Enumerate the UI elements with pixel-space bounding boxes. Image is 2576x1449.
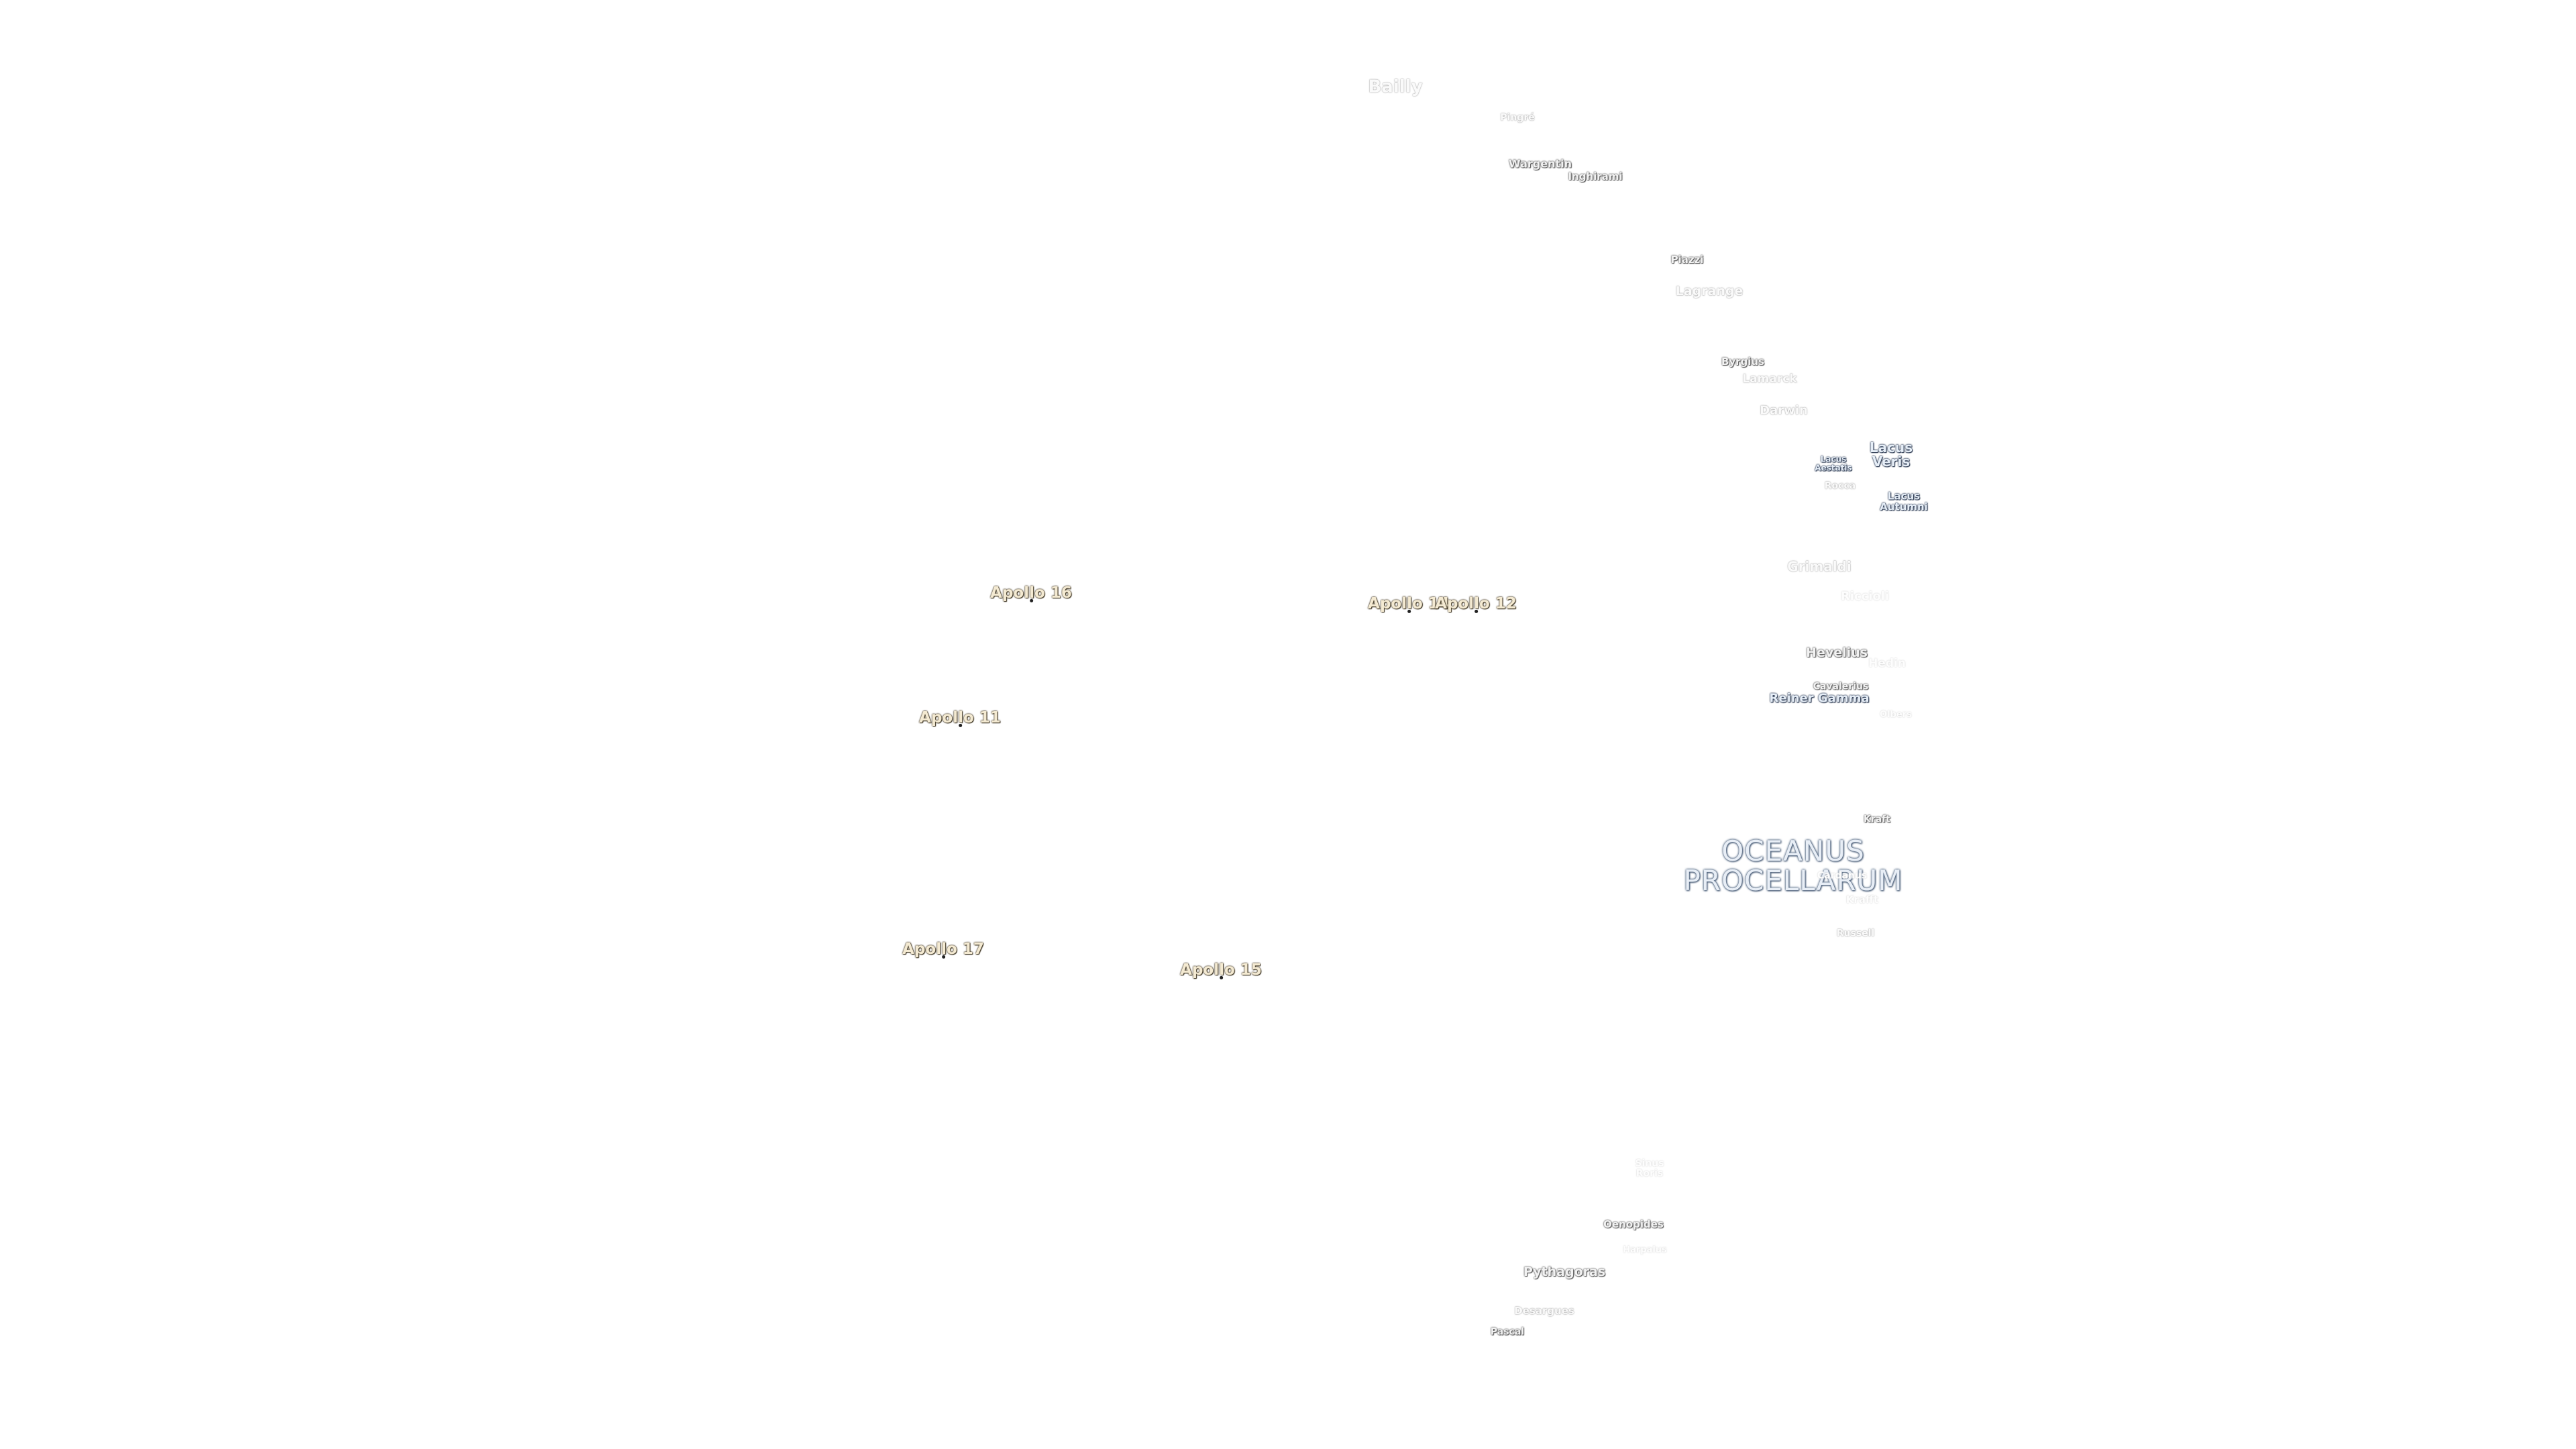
label-pingre[interactable]: Pingré <box>1500 112 1535 123</box>
label-wargentin[interactable]: Wargentin <box>1509 157 1572 170</box>
landing-site-marker <box>1220 976 1223 980</box>
label-inghirami[interactable]: Inghirami <box>1568 170 1623 183</box>
landing-site-marker <box>1407 610 1411 614</box>
label-cavalerius[interactable]: Cavalerius <box>1813 681 1869 692</box>
label-desargues[interactable]: Desargues <box>1514 1305 1574 1318</box>
apollo-site-apollo-15[interactable]: Apollo 15 <box>1180 961 1262 980</box>
apollo-site-apollo-17[interactable]: Apollo 17 <box>902 940 984 959</box>
label-pythagoras[interactable]: Pythagoras <box>1523 1265 1606 1280</box>
label-hedin[interactable]: Hedin <box>1868 657 1906 671</box>
label-pascal[interactable]: Pascal <box>1490 1326 1525 1338</box>
label-russell[interactable]: Russell <box>1836 928 1875 939</box>
apollo-site-apollo-11[interactable]: Apollo 11 <box>919 708 1001 728</box>
landing-site-marker <box>959 724 962 728</box>
label-grimaldi[interactable]: Grimaldi <box>1787 558 1851 575</box>
apollo-site-apollo-12[interactable]: Apollo 12 <box>1435 594 1517 614</box>
landing-site-marker <box>1474 610 1478 614</box>
label-cardanus[interactable]: Cardanus <box>1817 870 1868 881</box>
landing-site-marker <box>1030 599 1033 603</box>
label-oenopides[interactable]: Oenopides <box>1603 1218 1664 1231</box>
label-kraft[interactable]: Kraft <box>1864 814 1890 825</box>
label-olbers[interactable]: Olbers <box>1880 710 1912 720</box>
label-harpalus[interactable]: Harpalus <box>1623 1245 1667 1256</box>
label-piazzi[interactable]: Piazzi <box>1670 254 1704 266</box>
label-krafft[interactable]: Krafft <box>1845 894 1879 906</box>
label-bailly[interactable]: Bailly <box>1368 76 1423 97</box>
label-darwin[interactable]: Darwin <box>1760 403 1808 418</box>
label-hevelius[interactable]: Hevelius <box>1806 645 1868 661</box>
label-reiner-gamma[interactable]: Reiner Gamma <box>1769 691 1870 706</box>
label-rocca[interactable]: Rocca <box>1824 480 1856 492</box>
apollo-site-apollo-14[interactable]: Apollo 14 <box>1368 594 1450 614</box>
label-lagrange[interactable]: Lagrange <box>1675 284 1743 299</box>
label-lamarck[interactable]: Lamarck <box>1742 372 1797 386</box>
apollo-site-apollo-16[interactable]: Apollo 16 <box>990 584 1072 603</box>
label-riccioli[interactable]: Riccioli <box>1840 589 1890 604</box>
landing-site-marker <box>942 955 945 959</box>
label-byrgius[interactable]: Byrgius <box>1721 356 1765 368</box>
